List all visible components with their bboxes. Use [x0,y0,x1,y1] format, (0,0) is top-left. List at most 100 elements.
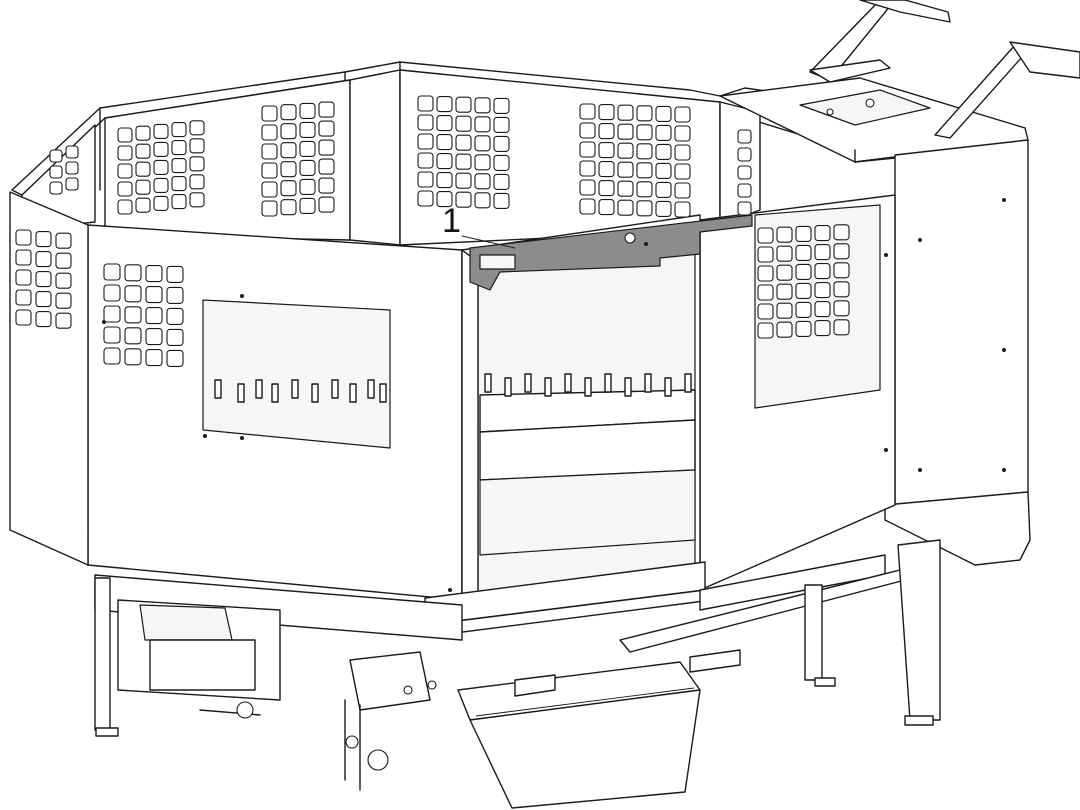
perforation-hole [795,282,812,299]
front-left-panel [35,224,463,601]
perforation-hole [655,181,672,198]
spindle-post [664,377,672,397]
perforation-hole [15,249,32,266]
perforation-hole [124,306,142,324]
callout-1-leader-line [461,235,516,249]
hardware-parts [344,651,437,791]
perforation-hole [757,246,774,263]
perforation-hole [55,292,72,309]
perforation-hole [795,244,812,261]
perforation-hole [35,251,52,268]
front-left-corner-panel [9,191,89,566]
perforation-hole [35,231,52,248]
perforation-hole [153,177,169,193]
perforation-hole [417,190,434,207]
perforation-hole [757,265,774,282]
perforation-grid-back-right-corner [737,129,752,216]
perforation-hole [795,263,812,280]
back-panel-center-left [349,69,401,246]
perforation-hole [474,173,491,190]
support-legs [94,539,941,737]
perforation-hole [318,177,335,194]
perforation-hole [579,160,596,177]
perforation-hole [55,312,72,329]
perforation-hole [65,177,79,191]
perforation-hole [417,171,434,188]
perforation-hole [493,192,510,209]
spindle-post [349,383,357,403]
perforation-hole [318,120,335,137]
perforation-hole [261,162,278,179]
perforation-hole [166,307,184,325]
right-side-panel [894,139,1029,506]
perforation-hole [103,326,121,344]
perforation-hole [814,282,831,299]
perforation-hole [124,348,142,366]
perforation-hole [299,178,316,195]
perforation-hole [436,96,453,113]
perforation-hole [145,328,163,346]
perforation-hole [65,145,79,159]
tray-brackets [514,649,741,697]
perforation-grid-back-center-left [261,101,335,217]
perforation-grid-back-left [117,120,205,215]
perforation-hole [318,139,335,156]
perforation-hole [493,135,510,152]
collection-tray [457,661,701,809]
perforation-hole [455,153,472,170]
perforation-hole [65,161,79,175]
spindle-post [524,373,532,393]
spindle-post [379,383,387,403]
perforation-hole [493,154,510,171]
perforation-hole [833,262,850,279]
perforation-hole [617,123,634,140]
perforation-hole [261,105,278,122]
perforation-hole [103,263,121,281]
perforation-hole [474,192,491,209]
right-panel-skirt [884,491,1031,566]
perforation-hole [145,265,163,283]
spindle-post [604,373,612,393]
perforation-hole [579,179,596,196]
perforation-hole [261,143,278,160]
perforation-hole [833,300,850,317]
perforation-hole [417,133,434,150]
perforation-hole [55,252,72,269]
perforation-hole [299,197,316,214]
perforation-hole [49,165,63,179]
perforation-hole [598,142,615,159]
perforation-hole [814,225,831,242]
perforation-hole [655,200,672,217]
perforation-hole [145,349,163,367]
perforation-hole [737,183,752,198]
perforation-hole [15,229,32,246]
perforation-grid-back-center [417,95,510,209]
perforation-hole [598,180,615,197]
perforation-hole [117,181,133,197]
perforation-hole [49,149,63,163]
perforation-hole [166,286,184,304]
perforation-hole [474,154,491,171]
perforation-hole [55,272,72,289]
perforation-hole [49,181,63,195]
spindle-post [644,373,652,393]
perforation-hole [455,115,472,132]
spindle-post [484,373,492,393]
perforation-hole [55,232,72,249]
spindle-post [271,383,279,403]
perforation-hole [135,143,151,159]
perforation-hole [795,225,812,242]
spindle-post [255,379,263,399]
perforation-hole [636,181,653,198]
robot-arm-left [809,0,951,83]
perforation-hole [617,142,634,159]
perforation-hole [455,191,472,208]
perforation-hole [617,199,634,216]
perforation-hole [436,134,453,151]
perforation-hole [493,173,510,190]
perforation-grid-rear-left [49,145,79,195]
perforation-hole [655,105,672,122]
perforation-hole [455,172,472,189]
perforation-hole [189,192,205,208]
perforation-hole [474,97,491,114]
